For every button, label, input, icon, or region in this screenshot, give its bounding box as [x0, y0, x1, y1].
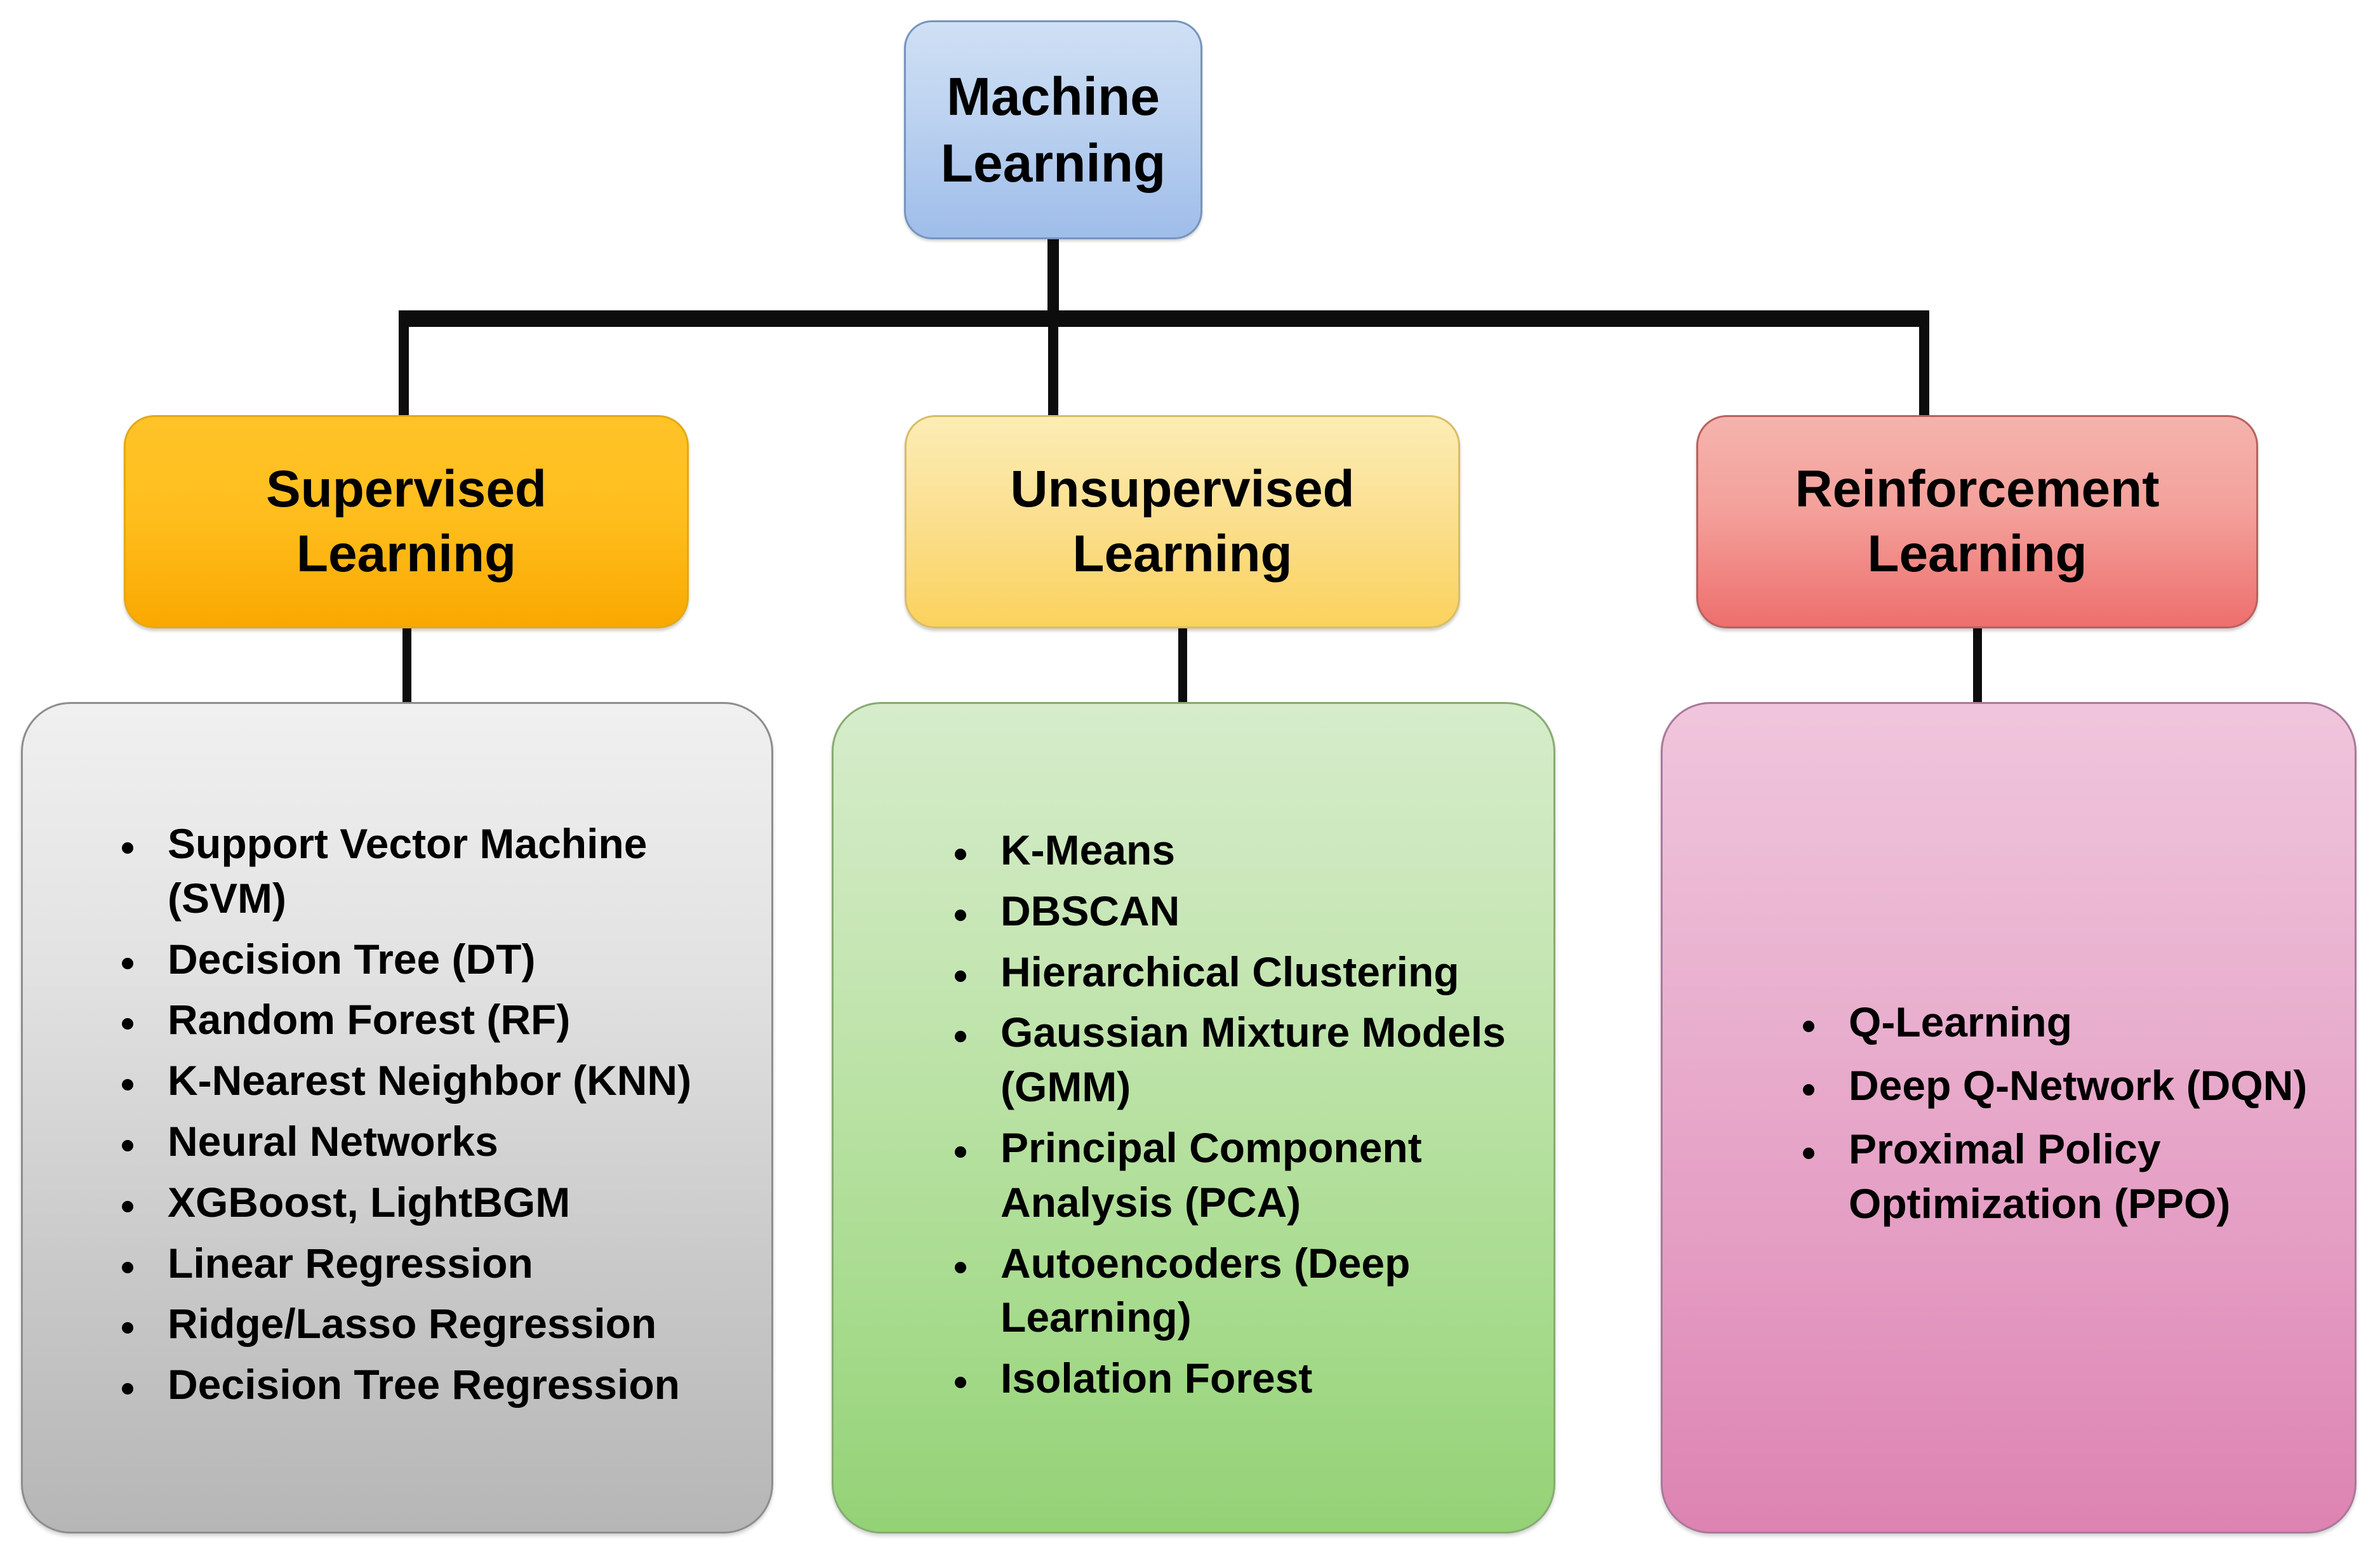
- algorithm-list-item: Ridge/Lasso Regression: [118, 1297, 746, 1351]
- algorithm-list-item: Decision Tree (DT): [118, 932, 746, 987]
- connector-reinforcement-to-panel: [1973, 627, 1982, 705]
- connector-drop-reinforcement: [1919, 323, 1929, 417]
- category-label-supervised: Supervised Learning: [265, 460, 547, 583]
- algorithm-list-item: Autoencoders (Deep Learning): [951, 1236, 1528, 1346]
- connector-horizontal-bus: [399, 310, 1929, 327]
- category-label-reinforcement: Reinforcement Learning: [1795, 460, 2160, 583]
- algorithm-list-item: Proximal Policy Optimization (PPO): [1799, 1122, 2329, 1231]
- connector-drop-unsupervised: [1048, 323, 1058, 417]
- algorithm-list-item: Deep Q-Network (DQN): [1799, 1059, 2329, 1113]
- algorithm-list-item: DBSCAN: [951, 884, 1528, 939]
- root-node-machine-learning[interactable]: Machine Learning: [904, 20, 1202, 239]
- algorithm-list-supervised: Support Vector Machine (SVM) Decision Tre…: [23, 817, 771, 1419]
- category-node-supervised-learning[interactable]: Supervised Learning: [124, 415, 689, 628]
- connector-root-stem: [1047, 238, 1059, 315]
- algorithm-list-item: Linear Regression: [118, 1236, 746, 1291]
- algorithm-list-item: Support Vector Machine (SVM): [118, 817, 746, 926]
- connector-supervised-to-panel: [402, 627, 411, 705]
- algorithm-list-item: Neural Networks: [118, 1115, 746, 1169]
- algorithm-list-item: XGBoost, LightBGM: [118, 1176, 746, 1230]
- category-label-unsupervised: Unsupervised Learning: [1010, 460, 1355, 583]
- algorithm-list-item: Decision Tree Regression: [118, 1358, 746, 1412]
- algorithm-list-item: Gaussian Mixture Models (GMM): [951, 1005, 1528, 1115]
- connector-drop-supervised: [399, 323, 409, 417]
- algorithm-list-item: Random Forest (RF): [118, 993, 746, 1047]
- algorithm-list-item: K-Nearest Neighbor (KNN): [118, 1054, 746, 1108]
- category-node-unsupervised-learning[interactable]: Unsupervised Learning: [905, 415, 1460, 628]
- algorithm-panel-supervised: Support Vector Machine (SVM) Decision Tre…: [21, 702, 773, 1534]
- algorithm-list-item: K-Means: [951, 823, 1528, 878]
- algorithm-list-item: Hierarchical Clustering: [951, 945, 1528, 1000]
- algorithm-list-item: Q-Learning: [1799, 995, 2329, 1050]
- algorithm-list-item: Isolation Forest: [951, 1351, 1528, 1406]
- category-node-reinforcement-learning[interactable]: Reinforcement Learning: [1696, 415, 2258, 628]
- connector-unsupervised-to-panel: [1178, 627, 1187, 705]
- algorithm-list-item: Principal Component Analysis (PCA): [951, 1121, 1528, 1230]
- root-node-label: Machine Learning: [940, 67, 1166, 193]
